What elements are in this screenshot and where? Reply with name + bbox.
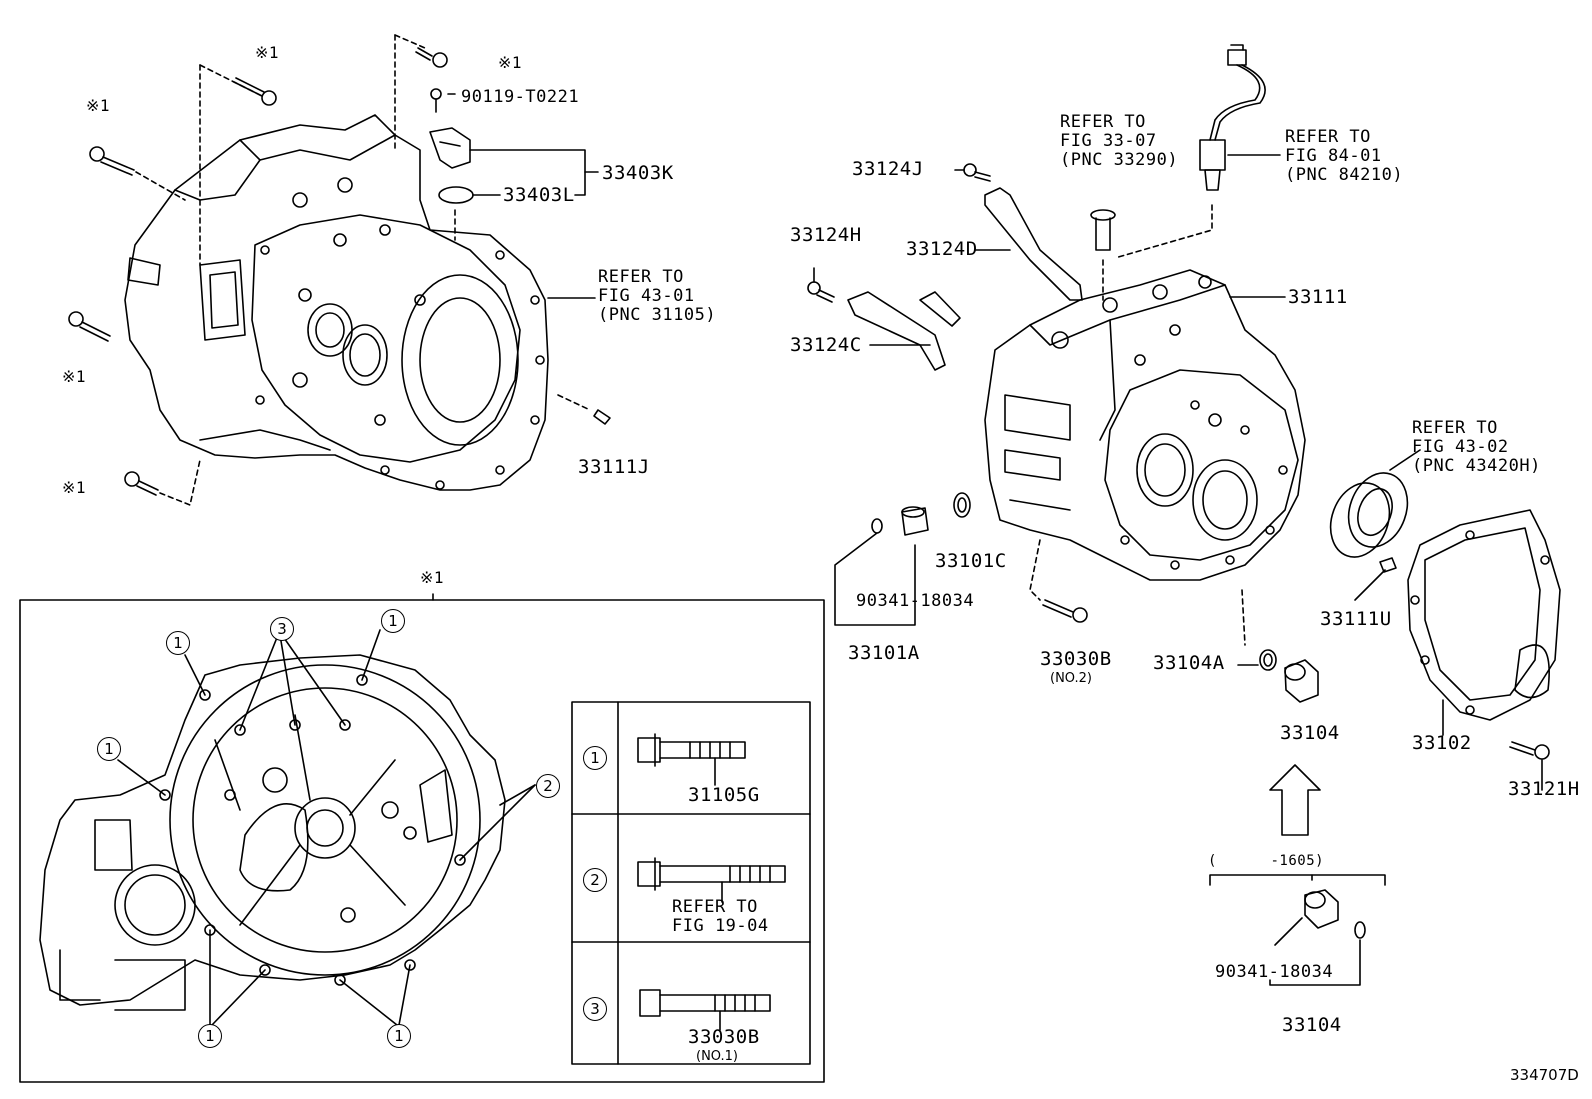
- asterisk-top-right: ※1: [498, 53, 523, 72]
- part-33403K: 33403K: [602, 162, 674, 184]
- part-33124J: 33124J: [852, 158, 924, 180]
- part-33124C: 33124C: [790, 334, 862, 356]
- asterisk-left-1: ※1: [86, 96, 111, 115]
- part-33101C: 33101C: [935, 550, 1007, 572]
- part-33030B: 33030B: [1040, 648, 1112, 670]
- part-33104: 33104: [1280, 722, 1340, 744]
- serial-range-1605: ( -1605): [1208, 853, 1325, 869]
- callout-2: 2: [536, 774, 560, 798]
- callout-1-e: 1: [387, 1024, 411, 1048]
- part-33111J: 33111J: [578, 456, 650, 478]
- part-90341-18034-b: 90341-18034: [1215, 962, 1334, 982]
- asterisk-top: ※1: [255, 43, 280, 62]
- part-33121H: 33121H: [1508, 778, 1580, 800]
- part-33101A: 33101A: [848, 642, 920, 664]
- refer-fig-33-07: REFER TO FIG 33-07 (PNC 33290): [1060, 112, 1179, 170]
- inset-box: [19, 593, 825, 1083]
- refer-fig-84-01: REFER TO FIG 84-01 (PNC 84210): [1285, 127, 1404, 185]
- part-33111: 33111: [1288, 286, 1348, 308]
- legend-note-no1: (NO.1): [696, 1049, 738, 1064]
- callout-3: 3: [270, 617, 294, 641]
- part-33124D: 33124D: [906, 238, 978, 260]
- asterisk-left-2: ※1: [62, 367, 87, 386]
- right-small-parts: [807, 44, 1561, 986]
- part-33111U: 33111U: [1320, 608, 1392, 630]
- legend-part-33030B: 33030B: [688, 1026, 760, 1048]
- part-33104-b: 33104: [1282, 1014, 1342, 1036]
- part-90119-T0221: 90119-T0221: [461, 87, 580, 107]
- refer-fig-43-01: REFER TO FIG 43-01 (PNC 31105): [598, 267, 717, 325]
- callout-1-c: 1: [97, 737, 121, 761]
- legend-num-1: 1: [583, 746, 607, 770]
- asterisk-bottom: ※1: [62, 478, 87, 497]
- callout-1-b: 1: [381, 609, 405, 633]
- legend-refer-fig-19-04: REFER TO FIG 19-04: [672, 897, 769, 936]
- part-33124H: 33124H: [790, 224, 862, 246]
- callout-1-a: 1: [166, 631, 190, 655]
- part-33030B-note: (NO.2): [1050, 671, 1092, 686]
- figure-code: 334707D: [1510, 1066, 1579, 1084]
- transaxle-housing-right: [984, 269, 1306, 581]
- part-90341-18034-a: 90341-18034: [856, 591, 975, 611]
- part-33403L: 33403L: [503, 184, 575, 206]
- legend-part-31105G: 31105G: [688, 784, 760, 806]
- refer-fig-43-02: REFER TO FIG 43-02 (PNC 43420H): [1412, 418, 1541, 476]
- legend-num-3: 3: [583, 997, 607, 1021]
- inset-title: ※1: [420, 568, 445, 587]
- left-bolts: [68, 34, 611, 506]
- part-33104A: 33104A: [1153, 652, 1225, 674]
- part-33102: 33102: [1412, 732, 1472, 754]
- callout-1-d: 1: [198, 1024, 222, 1048]
- transaxle-housing-left: [124, 114, 549, 491]
- legend-num-2: 2: [583, 868, 607, 892]
